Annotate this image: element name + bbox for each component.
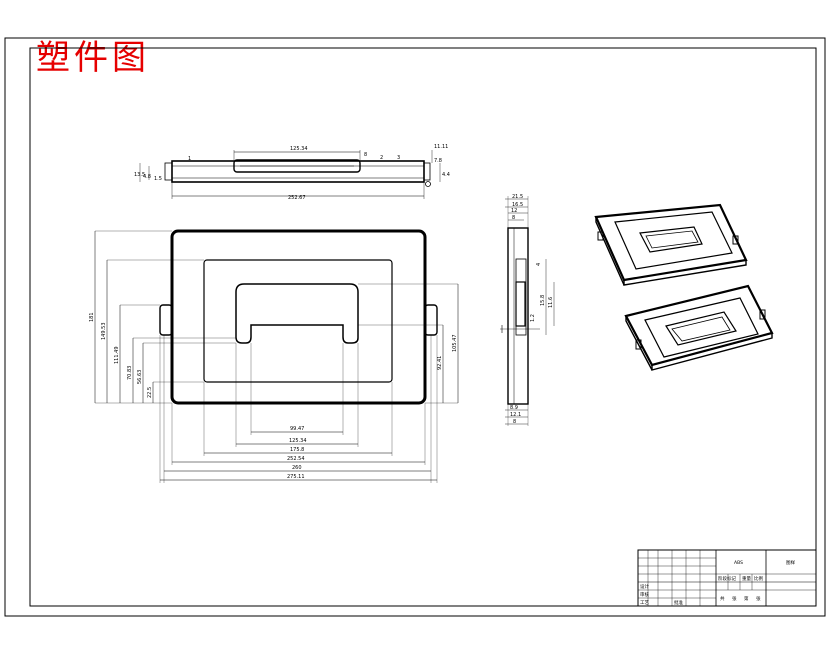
side-dim-mid-3: 1.2 bbox=[530, 314, 536, 322]
dim-handle-width: 99.47 bbox=[290, 426, 304, 432]
dim-width-2: 175.8 bbox=[290, 447, 304, 453]
dim-width-1: 125.34 bbox=[289, 438, 307, 444]
title-block-sheet-4: 张 bbox=[756, 595, 761, 602]
title-block-sheet-1: 共 bbox=[720, 595, 725, 602]
top-view bbox=[139, 150, 441, 199]
isometric-view-bottom bbox=[624, 284, 774, 371]
top-view-handle bbox=[233, 159, 361, 173]
label-3: 3 bbox=[397, 155, 400, 161]
side-view bbox=[500, 196, 555, 426]
front-outer-frame bbox=[170, 229, 427, 405]
title-block-row-1: 设计 bbox=[640, 583, 649, 590]
front-clip-right bbox=[424, 304, 438, 336]
side-dim-mid-1: 15.8 bbox=[540, 295, 546, 306]
side-dim-top-3: 12 bbox=[511, 208, 517, 214]
isometric-view-top bbox=[594, 203, 748, 286]
dim-overall-width-top: 252.67 bbox=[288, 195, 306, 201]
dim-side-left-a: 13.5 bbox=[134, 172, 145, 178]
dim-side-right-b: 7.8 bbox=[434, 158, 442, 164]
inner-border bbox=[29, 47, 817, 607]
label-8: 8 bbox=[364, 152, 367, 158]
label-1: 1 bbox=[188, 156, 191, 162]
title-block-code: 图样 bbox=[786, 559, 795, 566]
dim-side-right-a: 11.11 bbox=[434, 144, 448, 150]
side-dim-mid-4: 4 bbox=[536, 263, 542, 266]
title-block-sheet-2: 张 bbox=[732, 595, 737, 602]
dim-width-5: 275.11 bbox=[287, 474, 305, 480]
dim-width-3: 252.54 bbox=[287, 456, 305, 462]
dim-overall-height: 181 bbox=[89, 312, 95, 322]
side-dim-top-1: 21.5 bbox=[512, 194, 523, 200]
label-2: 2 bbox=[380, 155, 383, 161]
side-body bbox=[507, 227, 529, 405]
front-inner-tray bbox=[203, 259, 393, 383]
dim-right-2: 92.41 bbox=[437, 356, 443, 370]
title-block-row-4: 批准 bbox=[674, 599, 683, 606]
side-dim-top-2: 16.5 bbox=[512, 202, 523, 208]
title-block-row-3: 工艺 bbox=[640, 600, 649, 606]
dim-side-left-c: 1.5 bbox=[154, 176, 162, 182]
title-block-row-2: 审核 bbox=[640, 591, 649, 598]
dim-side-right-c: 4.4 bbox=[442, 172, 450, 178]
title-block-weight: 重量 bbox=[742, 575, 751, 582]
dim-height-3: 111.49 bbox=[114, 347, 120, 365]
front-view bbox=[94, 229, 459, 483]
dim-right-1: 105.47 bbox=[452, 335, 458, 353]
title-block-scale: 比例 bbox=[754, 575, 763, 582]
side-dim-bottom-2: 12.1 bbox=[510, 412, 521, 418]
side-dim-bottom-3: 8 bbox=[513, 419, 516, 425]
title-block-material: ABS bbox=[734, 560, 743, 566]
outer-border bbox=[4, 37, 826, 617]
dim-top-width: 125.34 bbox=[290, 146, 308, 152]
front-handle bbox=[235, 283, 359, 344]
side-dim-bottom-1: 8.9 bbox=[510, 405, 518, 411]
dim-height-5: 56.63 bbox=[137, 370, 143, 384]
dim-side-left-b: 4.8 bbox=[143, 174, 151, 180]
title-block bbox=[637, 549, 817, 607]
title-block-stage: 阶段标记 bbox=[718, 575, 736, 582]
dim-width-4: 260 bbox=[292, 465, 302, 471]
side-dim-mid-2: 11.6 bbox=[548, 297, 554, 308]
side-dim-top-4: 8 bbox=[512, 215, 515, 221]
dim-height-6: 22.5 bbox=[147, 387, 153, 398]
dim-inner-height: 149.53 bbox=[101, 323, 107, 341]
drawing-title: 塑件图 bbox=[36, 38, 150, 78]
front-clip-left bbox=[159, 304, 173, 336]
dim-height-4: 70.83 bbox=[127, 366, 133, 380]
title-block-sheet-3: 第 bbox=[744, 595, 749, 602]
